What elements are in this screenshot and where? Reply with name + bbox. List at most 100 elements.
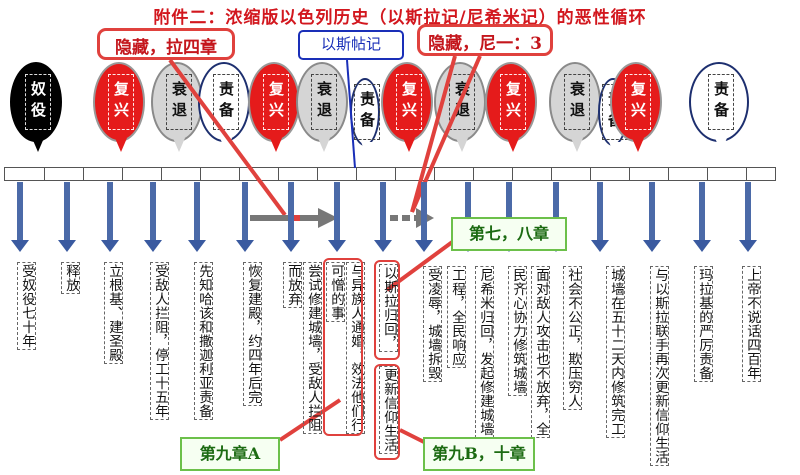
callout-hidden-ezra-4: 隐藏，拉四章 (97, 28, 235, 60)
connector-line (410, 55, 457, 213)
bubble-tail (715, 138, 727, 152)
arrow-head (236, 240, 254, 252)
timeline-tick (356, 168, 357, 180)
event-label: 更新信仰生活 (379, 366, 398, 454)
bubble-label: 衰退 (311, 74, 337, 130)
highlight-box-return (374, 260, 400, 360)
timeline-tick (551, 168, 552, 180)
arrow-shaft (288, 182, 294, 240)
timeline-tick (434, 168, 435, 180)
arrow-shaft (194, 182, 200, 240)
arrow-head (282, 240, 300, 252)
connector-line (168, 58, 287, 217)
bubble-label: 复兴 (263, 74, 289, 130)
highlight-box-renew (374, 364, 400, 460)
arrow-shaft (745, 182, 751, 240)
arrow-head (188, 240, 206, 252)
event-label: 社会不公正，欺压穷人 (563, 266, 582, 410)
bubble-tail (609, 142, 621, 156)
event-label: 与以斯拉联手再次更新信仰生活 (650, 266, 669, 466)
arrow-head (693, 240, 711, 252)
bubble-decline: 衰退 (296, 62, 348, 152)
bubble-revive: 复兴 (381, 62, 433, 152)
bubble-tail (456, 138, 468, 152)
event-label: 民齐心协力修筑城墙 (508, 266, 527, 396)
arrow-shaft (150, 182, 156, 240)
arrow-shaft (380, 182, 386, 240)
reference-ch9a: 第九章A (180, 437, 280, 471)
timeline-tick (512, 168, 513, 180)
event-label: 而放弃 (283, 262, 302, 308)
bubble-slave: 奴役 (10, 62, 62, 152)
bubble-rebuke: 责备 (198, 62, 250, 152)
bubble-label: 复兴 (396, 74, 422, 130)
arrow-shaft (597, 182, 603, 240)
timeline-tick (122, 168, 123, 180)
timeline-tick (668, 168, 669, 180)
page-title: 附件二：浓缩版以色列历史（以斯拉记/尼希米记）的恶性循环 (153, 8, 647, 28)
progress-arrowhead (318, 208, 338, 228)
timeline-tick (707, 168, 708, 180)
timeline-tick (200, 168, 201, 180)
arrow-shaft (64, 182, 70, 240)
event-label: 工程，全民响应 (447, 266, 466, 368)
arrow-shaft (506, 182, 512, 240)
arrow-shaft (553, 182, 559, 240)
arrow-head (591, 240, 609, 252)
bubble-revive: 复兴 (248, 62, 300, 152)
event-label: 释放 (61, 262, 80, 294)
bubble-decline: 衰退 (549, 62, 601, 152)
event-label: 先知哈该和撒迦利亚责备 (194, 262, 213, 420)
arrow-shaft (107, 182, 113, 240)
timeline-tick (317, 168, 318, 180)
event-label: 可憎的事 (326, 262, 345, 322)
timeline-tick (161, 168, 162, 180)
bubble-rebuke: 责备 (689, 62, 749, 152)
timeline-bar (4, 167, 776, 181)
event-label: 玛拉基的严厉责备 (694, 266, 713, 382)
reference-ch9b-10: 第九B，十章 (423, 437, 535, 471)
green-connector (278, 398, 342, 442)
bubble-label: 责备 (213, 74, 239, 130)
bubble-label: 衰退 (564, 74, 590, 130)
timeline-tick (278, 168, 279, 180)
bubble-revive: 复兴 (610, 62, 662, 152)
event-label: 以斯拉归回， (379, 264, 398, 352)
reference-ch7-8: 第七，八章 (451, 217, 567, 251)
bubble-tail (318, 138, 330, 152)
arrow-head (328, 240, 346, 252)
event-label: 立根基、建圣殿 (104, 262, 123, 364)
arrow-shaft (649, 182, 655, 240)
timeline-tick (746, 168, 747, 180)
arrow-shaft (465, 182, 471, 240)
event-label: 尼希米归回，发起修建城墙 (475, 266, 494, 438)
timeline-tick (44, 168, 45, 180)
bubble-revive: 复兴 (485, 62, 537, 152)
arrow-head (739, 240, 757, 252)
event-label: 受凌辱，城墙拆毁 (423, 266, 442, 382)
event-label: 受敌人拦阻，停工十五年 (150, 262, 169, 420)
bubble-tail (403, 138, 415, 152)
timeline-tick (629, 168, 630, 180)
bubble-tail (115, 138, 127, 152)
bubble-label: 复兴 (500, 74, 526, 130)
bubble-tail (32, 138, 44, 152)
bubble-tail (270, 138, 282, 152)
arrow-head (374, 240, 392, 252)
arrow-shaft (242, 182, 248, 240)
timeline-tick (473, 168, 474, 180)
connector-line (346, 59, 356, 169)
bubble-tail (632, 138, 644, 152)
callout-hidden-neh-1-3: 隐藏，尼一：3 (417, 24, 553, 56)
event-label: 城墙在五十二天内修筑完工 (606, 266, 625, 438)
bubble-tail (507, 138, 519, 152)
arrow-head (11, 240, 29, 252)
bubble-label: 复兴 (108, 74, 134, 130)
arrow-shaft (421, 182, 427, 240)
arrow-head (58, 240, 76, 252)
bubble-tail (361, 142, 373, 156)
highlight-box-ch9a (323, 258, 363, 436)
arrow-head (144, 240, 162, 252)
timeline-tick (83, 168, 84, 180)
